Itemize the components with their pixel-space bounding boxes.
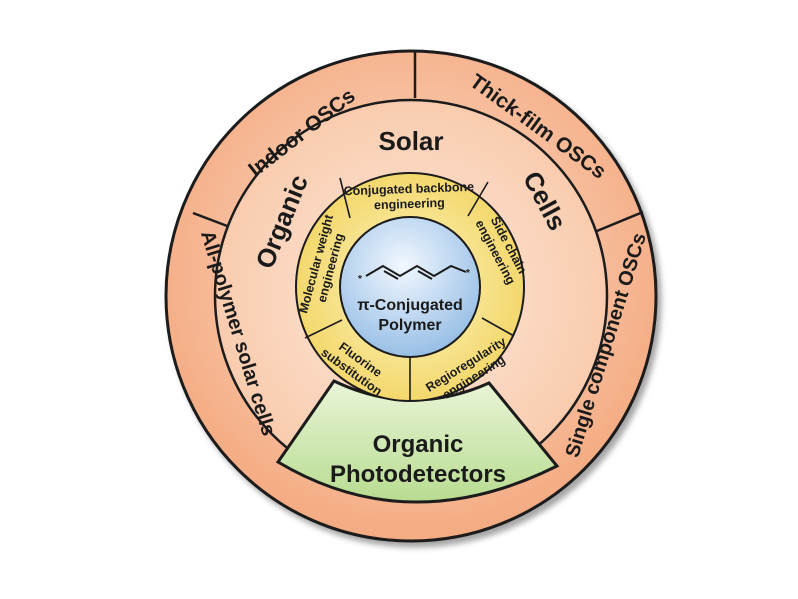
polymer-right-end: * xyxy=(466,268,470,279)
backbone-label-line2: engineering xyxy=(374,196,445,212)
photodetector-label-line1: Organic xyxy=(373,431,464,458)
center-label-line1: π-Conjugated xyxy=(357,297,463,314)
polymer-left-end: * xyxy=(358,274,362,285)
inner-divider-5 xyxy=(304,319,343,339)
backbone-label-line1: Conjugated backbone xyxy=(343,180,474,199)
backbone-segment-label: Conjugated backbone engineering xyxy=(343,180,474,212)
outer-divider-right xyxy=(591,210,644,235)
inner-divider-2 xyxy=(467,181,489,217)
center-label-line2: Polymer xyxy=(378,317,441,334)
diagram-shadow-group xyxy=(164,49,658,543)
middle-solar-label: Solar xyxy=(378,126,443,156)
polymer-structure-icon xyxy=(365,264,467,280)
inner-divider-3 xyxy=(481,317,515,337)
inner-divider-1 xyxy=(339,177,351,219)
center-circle xyxy=(339,216,481,358)
photodetector-label-line2: Photodetectors xyxy=(330,461,506,488)
